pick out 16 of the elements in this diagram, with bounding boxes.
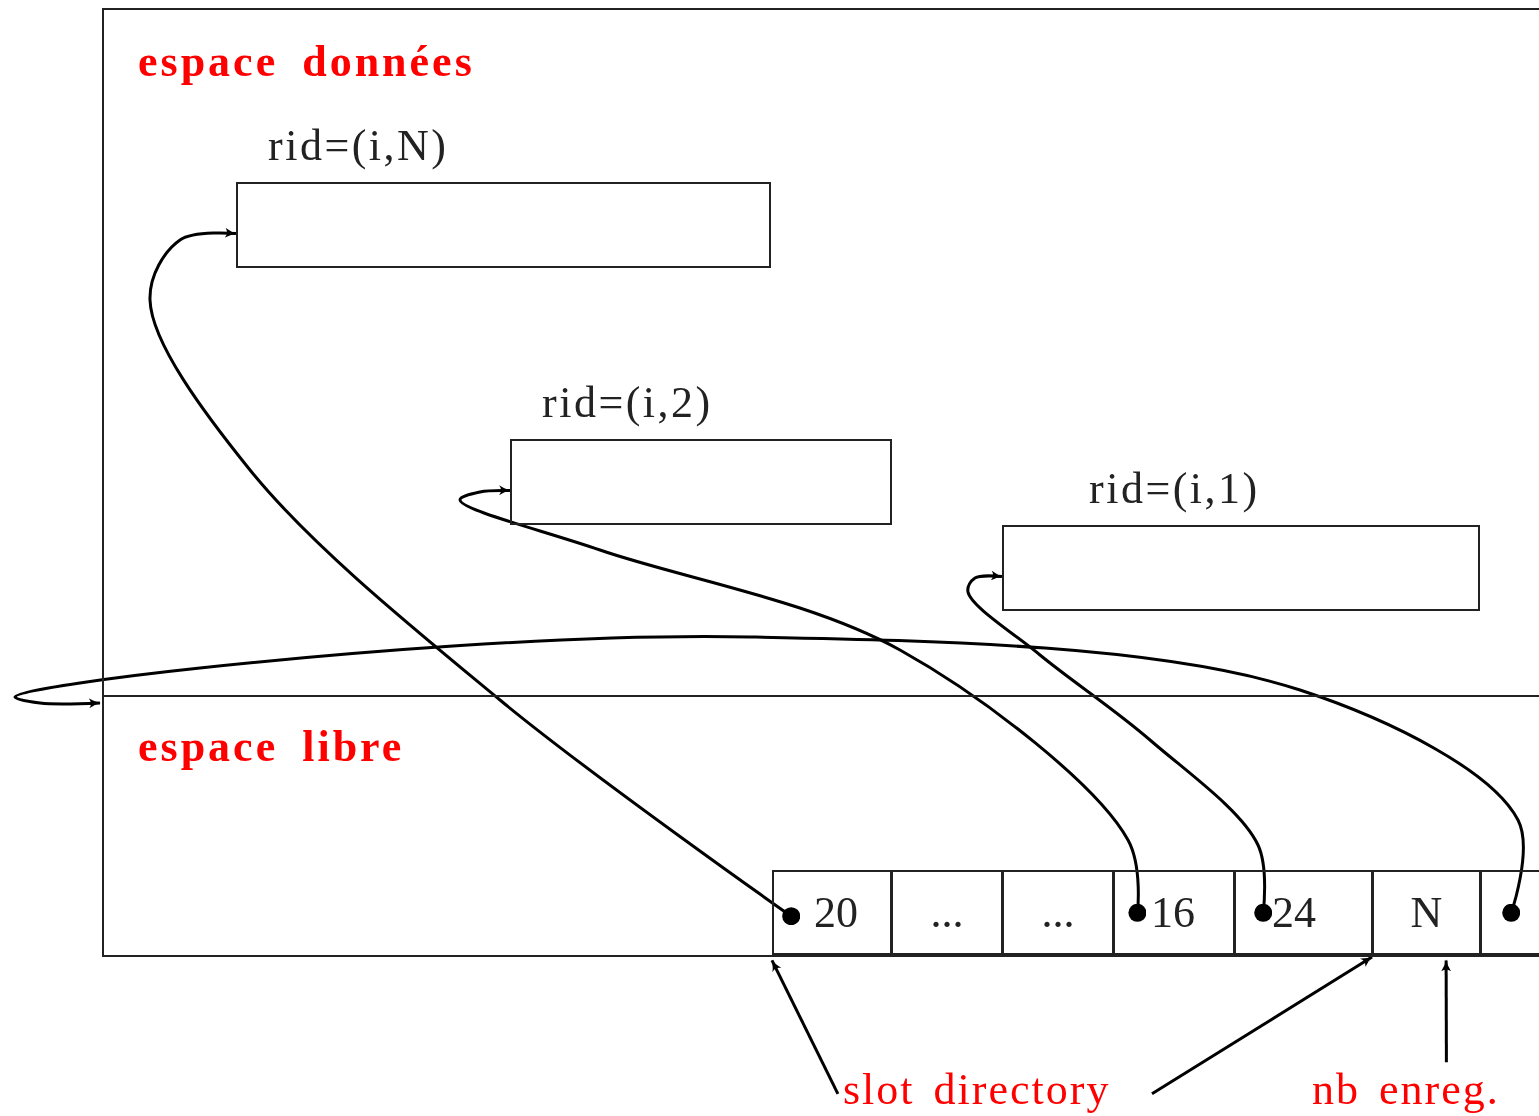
memory-region xyxy=(102,8,1539,697)
annotation-label: slot directory xyxy=(843,1066,1143,1114)
slot-cell xyxy=(1480,870,1539,955)
section-heading: espace libre xyxy=(138,725,405,769)
slot-cell: ... xyxy=(1002,870,1114,955)
section-heading: espace données xyxy=(138,40,475,84)
record-id-label: rid=(i,1) xyxy=(1089,467,1260,511)
slot-cell: 20 xyxy=(772,870,892,955)
slot-cell: ... xyxy=(891,870,1003,955)
memory-region xyxy=(102,697,1539,957)
annotation-label: nb enreg. xyxy=(1312,1066,1522,1114)
slot-cell: 24 xyxy=(1234,870,1373,955)
slot-cell: 16 xyxy=(1113,870,1235,955)
slot-cell: N xyxy=(1372,870,1481,955)
record-id-label: rid=(i,N) xyxy=(268,124,449,168)
record-id-label: rid=(i,2) xyxy=(542,381,713,425)
